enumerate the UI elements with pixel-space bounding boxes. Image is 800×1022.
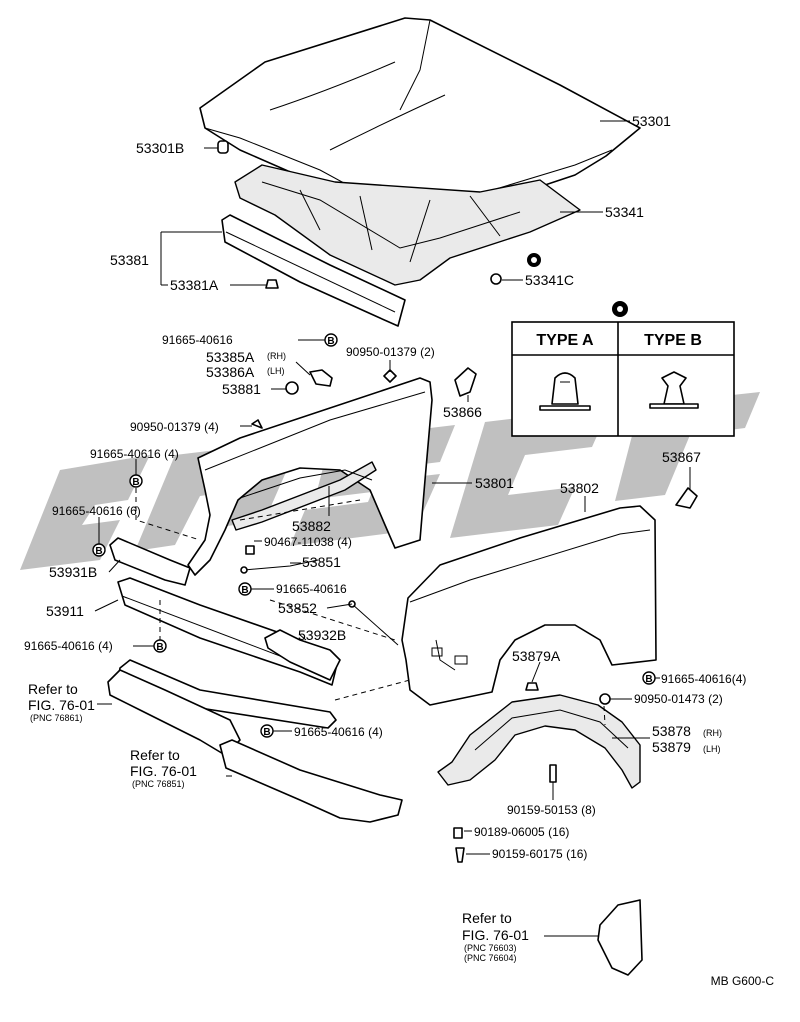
- marker-b-6: B: [263, 727, 270, 738]
- label-bolt-b2: 91665-40616 (4): [24, 639, 113, 653]
- label-53932b: 53932B: [298, 627, 346, 643]
- label-53882: 53882: [292, 518, 331, 534]
- bracket-53866: [454, 367, 477, 397]
- label-clip-90950-01473: 90950-01473 (2): [634, 692, 723, 706]
- label-bolt-a: 91665-40616: [162, 333, 233, 347]
- label-53852: 53852: [278, 600, 317, 616]
- hood-seal: [221, 214, 406, 327]
- label-53851: 53851: [302, 554, 341, 570]
- footer-code: MB G600-C: [711, 974, 775, 988]
- label-hood-insulator: 53341: [605, 204, 644, 220]
- hood-insulator: [234, 164, 581, 286]
- assembly-dash-lines: [135, 488, 606, 726]
- leader-lines: [94, 120, 691, 937]
- label-bolt-6: 91665-40616 (6): [52, 504, 141, 518]
- type-a-clip-icon: [539, 372, 591, 411]
- ref1-pnc: (PNC 76861): [30, 713, 83, 723]
- label-screw-90159-8: 90159-50153 (8): [507, 803, 596, 817]
- label-53879a: 53879A: [512, 648, 561, 664]
- marker-b-7: B: [645, 674, 652, 685]
- hood-cushion: [217, 140, 229, 154]
- part-labels: 53301 53301B 53341 53381 53381A 53341C 9…: [24, 113, 746, 861]
- label-screw-90467: 90467-11038 (4): [264, 535, 352, 549]
- marker-b-2: B: [132, 477, 139, 488]
- label-53867: 53867: [662, 449, 701, 465]
- label-bolt-b4: 91665-40616 (4): [294, 725, 383, 739]
- label-clip-90950-2: 90950-01379 (2): [346, 345, 435, 359]
- ref3-line1: Refer to: [462, 910, 512, 926]
- marker-b-5: B: [156, 642, 163, 653]
- fender-liner: [437, 694, 641, 789]
- label-insulator-clip: 53341C: [525, 272, 574, 288]
- ref1-line2: FIG. 76-01: [28, 697, 95, 713]
- radiator-support-53931b: [109, 537, 191, 586]
- marker-b-4: B: [241, 585, 248, 596]
- label-liner-lh-tag: (LH): [703, 744, 721, 754]
- label-fender-apron: 53801: [475, 475, 514, 491]
- label-lh-tag: (LH): [267, 366, 285, 376]
- label-hinge-lh: 53386A: [206, 364, 255, 380]
- ref1-line1: Refer to: [28, 681, 78, 697]
- label-bolt-b3: 91665-40616(4): [661, 672, 746, 686]
- ref3-line2: FIG. 76-01: [462, 927, 529, 943]
- type-b-clip-icon: [649, 371, 699, 409]
- marker-b-3: B: [95, 546, 102, 557]
- label-clip-90950-4: 90950-01379 (4): [130, 420, 219, 434]
- bracket-53932b: [264, 629, 341, 681]
- label-hood-cushion: 53301B: [136, 140, 184, 156]
- label-hood-seal-clip: 53381A: [170, 277, 219, 293]
- type-a-label: TYPE A: [536, 332, 594, 349]
- ref2-line2: FIG. 76-01: [130, 763, 197, 779]
- label-fender: 53802: [560, 480, 599, 496]
- label-53881: 53881: [222, 381, 261, 397]
- reference-notes: Refer to FIG. 76-01 (PNC 76861) Refer to…: [28, 681, 529, 963]
- label-screw-90189: 90189-06005 (16): [474, 825, 569, 839]
- label-screw-90159-16: 90159-60175 (16): [492, 847, 587, 861]
- label-liner-lh: 53879: [652, 739, 691, 755]
- seal-clip: [265, 279, 279, 289]
- type-legend-box: TYPE A TYPE B: [511, 301, 735, 437]
- fender-apron: [187, 377, 433, 576]
- hood-hinge: [285, 369, 333, 395]
- label-53931b: 53931B: [49, 564, 97, 580]
- label-liner-rh-tag: (RH): [703, 728, 722, 738]
- label-53911: 53911: [46, 603, 84, 619]
- label-rh-tag: (RH): [267, 351, 286, 361]
- label-hinge-rh: 53385A: [206, 349, 255, 365]
- ref2-pnc: (PNC 76851): [132, 779, 185, 789]
- bumper-lower: [219, 739, 403, 823]
- type-b-label: TYPE B: [644, 332, 702, 349]
- ref2-line1: Refer to: [130, 747, 180, 763]
- label-53866: 53866: [443, 404, 482, 420]
- label-bolt-b1: 91665-40616: [276, 582, 347, 596]
- label-liner-rh: 53878: [652, 723, 691, 739]
- marker-b-1: B: [327, 336, 334, 347]
- ref3-pnc2: (PNC 76604): [464, 953, 517, 963]
- insulator-clip: [490, 253, 541, 285]
- bracket-53867: [675, 487, 698, 509]
- label-hood: 53301: [632, 113, 671, 129]
- ref3-pnc1: (PNC 76603): [464, 943, 517, 953]
- rod-53851: [240, 559, 319, 574]
- label-bolt-4: 91665-40616 (4): [90, 447, 179, 461]
- label-hood-seal-group: 53381: [110, 252, 149, 268]
- mud-guard: [597, 899, 643, 976]
- fender: [401, 505, 657, 706]
